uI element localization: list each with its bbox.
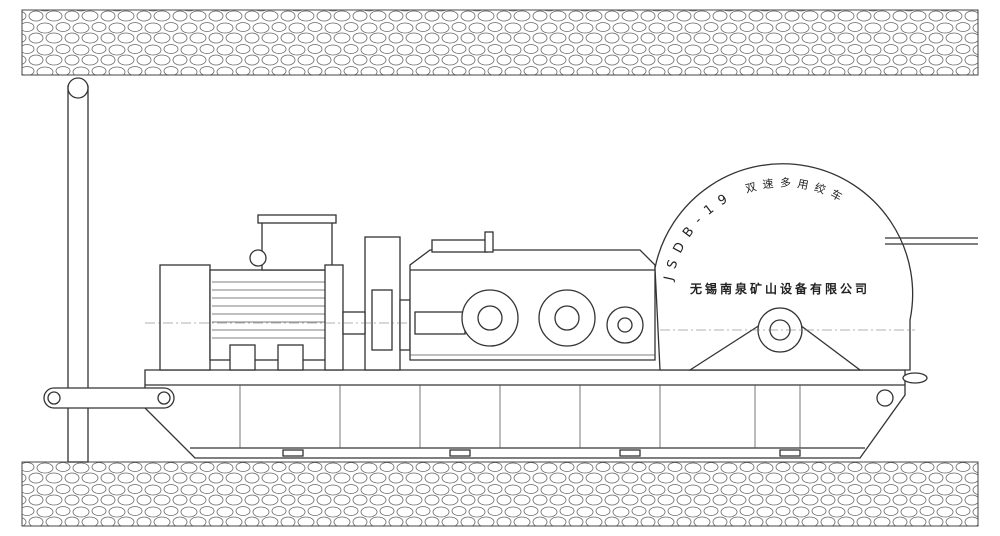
- winch-drum: [654, 163, 978, 371]
- sled-base: [144, 369, 928, 459]
- tow-link: [43, 387, 175, 409]
- electric-motor: [159, 214, 344, 371]
- anchor-pole: [67, 77, 89, 463]
- gearbox: [409, 231, 656, 361]
- company-name: 无锡南泉矿山设备有限公司: [689, 281, 870, 296]
- floor-rock: [21, 461, 979, 527]
- roof-rock: [21, 9, 979, 76]
